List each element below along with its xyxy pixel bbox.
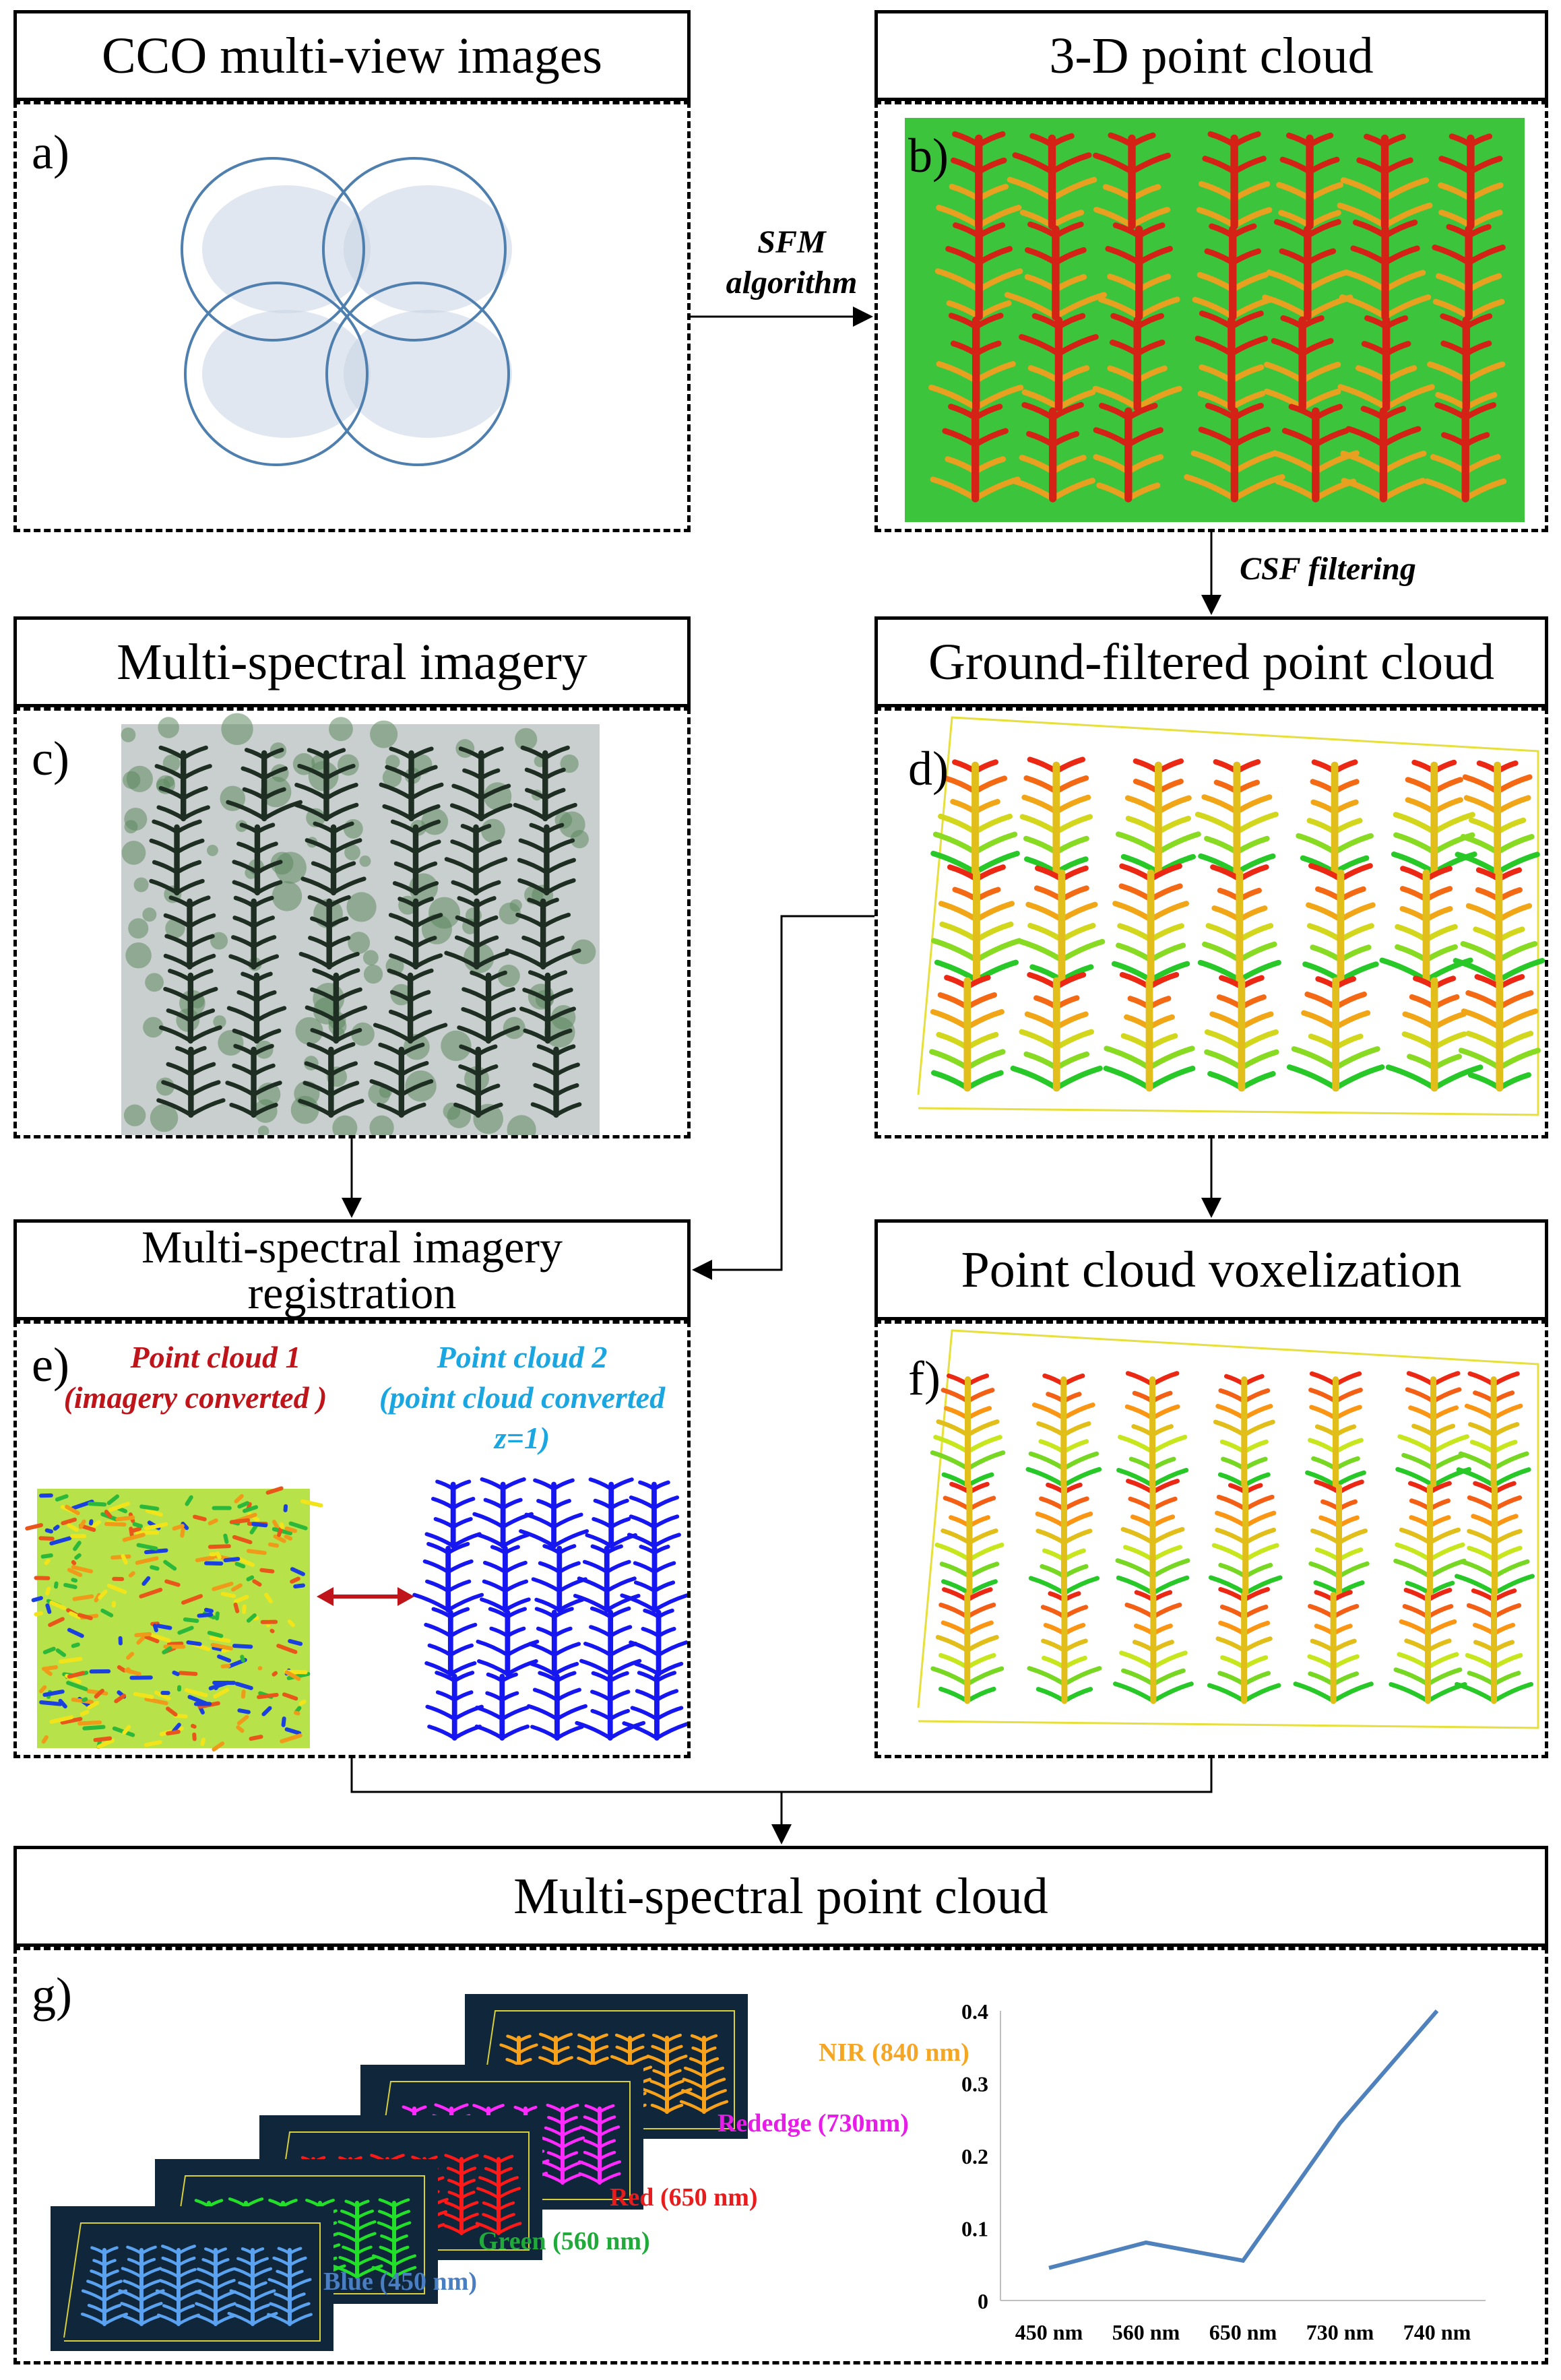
title-multispectral-point-cloud-text: Multi-spectral point cloud (513, 1868, 1048, 1925)
x-tick-label: 450 nm (1015, 2320, 1083, 2344)
x-tick-label: 730 nm (1306, 2320, 1374, 2344)
panel-label-b: b) (908, 129, 949, 183)
panel-g: g) Blue (450 nm) Green (560 nm) Red (650… (13, 1947, 1548, 2365)
point-cloud-render (905, 118, 1525, 522)
imagery-background (121, 724, 600, 1135)
y-tick-label: 0.2 (961, 2144, 988, 2168)
panel-label-d: d) (908, 742, 949, 796)
voxelization-render (917, 1329, 1539, 1729)
spectral-chart: 0 0.1 0.2 0.3 0.4 450 nm 560 nm 650 nm 730 nm 740… (961, 1999, 1486, 2344)
multispectral-image (121, 713, 600, 1135)
band-label-green: Green (560 nm) (478, 2227, 650, 2255)
band-stack-render (51, 1994, 748, 2351)
overlapping-views-diagram (181, 157, 512, 466)
y-tick-label: 0 (978, 2289, 988, 2313)
point-cloud-1-render (25, 1486, 323, 1751)
point-cloud-2-caption: Point cloud 2 (point cloud converted z=1… (347, 1337, 687, 1458)
panel-e: e) Point cloud 1 (imagery converted ) Po… (13, 1320, 691, 1758)
x-tick-label: 740 nm (1403, 2320, 1471, 2344)
y-tick-label: 0.4 (961, 1999, 988, 2024)
panel-label-f: f) (908, 1351, 941, 1405)
pc1-line1: Point cloud 1 (130, 1340, 301, 1374)
panel-label-g: g) (32, 1968, 72, 2022)
point-cloud-2-render (412, 1477, 687, 1741)
band-label-nir: NIR (840 nm) (819, 2038, 969, 2067)
title-3d-point-cloud-text: 3-D point cloud (1049, 27, 1374, 84)
sfm-line-2: algorithm (726, 265, 858, 300)
title-3d-point-cloud: 3-D point cloud (874, 10, 1548, 101)
panel-d: d) (874, 707, 1548, 1138)
csf-filtering-label: CSF filtering (1240, 549, 1496, 589)
title-multispectral-imagery-text: Multi-spectral imagery (117, 633, 587, 690)
title-cco-multiview-text: CCO multi-view images (101, 27, 603, 84)
point-cloud-1-caption: Point cloud 1 (imagery converted ) (27, 1337, 344, 1418)
x-tick-label: 560 nm (1112, 2320, 1180, 2344)
title-multispectral-imagery: Multi-spectral imagery (13, 616, 691, 707)
registration-render (25, 1477, 687, 1751)
registration-double-arrow (317, 1587, 414, 1606)
plant-rows (928, 131, 1507, 503)
y-tick-label: 0.3 (961, 2072, 988, 2096)
join-line (350, 1758, 1213, 1793)
band-label-blue: Blue (450 nm) (323, 2268, 477, 2296)
imagery-plants (121, 713, 596, 1135)
panel-b: b) (874, 101, 1548, 532)
x-tick-label: 650 nm (1209, 2320, 1277, 2344)
panel-c: c) (13, 707, 691, 1138)
title-cco-multiview: CCO multi-view images (13, 10, 691, 101)
panel-label-a: a) (32, 125, 69, 179)
pc2-line3: z=1) (494, 1420, 550, 1455)
band-tile-0 (51, 2206, 333, 2351)
plant-columns (930, 1371, 1535, 1704)
band-label-red: Red (650 nm) (610, 2183, 758, 2212)
panel-f: f) (874, 1320, 1548, 1758)
panel-label-e: e) (32, 1338, 69, 1392)
title-ground-filtered-text: Ground-filtered point cloud (928, 633, 1494, 690)
title-registration-line2: registration (247, 1267, 457, 1318)
pc1-line2: (imagery converted ) (63, 1380, 327, 1415)
sfm-line-1: SFM (757, 224, 826, 260)
pc2-line2: (point cloud converted (379, 1380, 666, 1415)
title-registration: Multi-spectral imagery registration (13, 1219, 691, 1320)
ground-filtered-render (917, 716, 1545, 1116)
chart-area: 0 0.1 0.2 0.3 0.4 450 nm 560 nm 650 nm 730 nm 740… (961, 1999, 1486, 2344)
title-multispectral-point-cloud: Multi-spectral point cloud (13, 1846, 1548, 1947)
panel-label-c: c) (32, 732, 69, 785)
pc2-line1: Point cloud 2 (437, 1340, 608, 1374)
spectral-line (1048, 2009, 1439, 2270)
sfm-algorithm-label: SFM algorithm (714, 222, 869, 303)
title-ground-filtered: Ground-filtered point cloud (874, 616, 1548, 707)
title-registration-line1: Multi-spectral imagery (141, 1221, 563, 1273)
csf-filtering-text: CSF filtering (1240, 551, 1416, 587)
title-voxelization-text: Point cloud voxelization (961, 1242, 1462, 1298)
title-voxelization: Point cloud voxelization (874, 1219, 1548, 1320)
band-label-rededge: Rededge (730nm) (718, 2109, 909, 2137)
plant-columns (929, 757, 1545, 1092)
arrow-groundfiltered-to-registration (692, 915, 874, 1280)
panel-a: a) (13, 101, 691, 532)
y-tick-label: 0.1 (961, 2217, 988, 2241)
